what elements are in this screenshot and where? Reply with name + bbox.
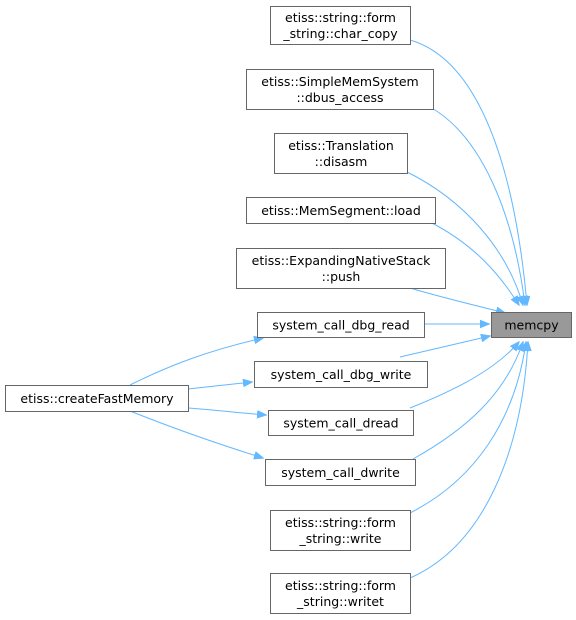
node-label: ::dbus_access [296, 90, 383, 105]
node-dbg_write[interactable]: system_call_dbg_write [254, 361, 428, 388]
nodes-layer: memcpyetiss::string::form_string::char_c… [5, 6, 572, 614]
edge-dwrite-to-memcpy [412, 342, 523, 460]
edge-push-to-memcpy [409, 287, 505, 313]
node-label: etiss::string::form [285, 515, 396, 530]
edge-createFastMemory-to-dbg_read [129, 338, 263, 386]
edge-write-to-memcpy [409, 342, 526, 514]
node-label: etiss::SimpleMemSystem [261, 74, 418, 89]
node-box [270, 6, 411, 45]
node-dwrite[interactable]: system_call_dwrite [265, 459, 416, 486]
node-box [246, 69, 434, 110]
node-label: etiss::ExpandingNativeStack [252, 253, 431, 268]
node-label: memcpy [504, 318, 559, 333]
node-box [274, 133, 408, 174]
edge-createFastMemory-to-dwrite [129, 410, 263, 458]
edge-dbus_access-to-memcpy [429, 106, 525, 305]
edge-char_copy-to-memcpy [409, 39, 527, 305]
node-label: system_call_dbg_write [271, 367, 412, 382]
node-box [270, 573, 411, 614]
node-box [270, 510, 411, 551]
node-box [254, 361, 428, 388]
edge-dbg_write-to-memcpy [399, 336, 490, 358]
node-box [5, 385, 189, 412]
node-write[interactable]: etiss::string::form_string::write [270, 510, 411, 551]
node-label: etiss::Translation [288, 138, 394, 153]
node-label: etiss::createFastMemory [20, 391, 174, 406]
node-label: _string::write [299, 531, 382, 546]
node-dread[interactable]: system_call_dread [268, 410, 414, 436]
node-char_copy[interactable]: etiss::string::form_string::char_copy [270, 6, 411, 45]
edge-createFastMemory-to-dbg_write [187, 382, 252, 390]
node-label: ::push [322, 269, 361, 284]
node-label: etiss::MemSegment::load [261, 203, 421, 218]
node-push[interactable]: etiss::ExpandingNativeStack::push [236, 248, 446, 289]
node-label: system_call_dbg_read [272, 318, 409, 333]
node-label: system_call_dread [283, 416, 398, 431]
node-createFastMemory[interactable]: etiss::createFastMemory [5, 385, 189, 412]
node-label: etiss::string::form [285, 578, 396, 593]
edge-disasm-to-memcpy [404, 170, 523, 305]
edge-load-to-memcpy [429, 221, 519, 305]
node-box [236, 248, 446, 289]
node-label: etiss::string::form [285, 10, 396, 25]
node-dbus_access[interactable]: etiss::SimpleMemSystem::dbus_access [246, 69, 434, 110]
edge-dread-to-memcpy [409, 342, 519, 409]
node-writet[interactable]: etiss::string::form_string::writet [270, 573, 411, 614]
node-load[interactable]: etiss::MemSegment::load [246, 197, 436, 224]
edge-writet-to-memcpy [409, 342, 528, 579]
node-dbg_read[interactable]: system_call_dbg_read [257, 312, 425, 338]
node-box [246, 197, 436, 224]
node-label: system_call_dwrite [281, 465, 400, 480]
node-box [268, 410, 414, 436]
edge-createFastMemory-to-dread [187, 407, 266, 415]
edges-layer [129, 39, 528, 579]
node-box [265, 459, 416, 486]
node-box [257, 312, 425, 338]
node-label: _string::writet [296, 594, 384, 609]
node-label: ::disasm [315, 154, 368, 169]
node-box [491, 312, 572, 338]
node-memcpy[interactable]: memcpy [491, 312, 572, 338]
node-label: _string::char_copy [282, 26, 398, 41]
node-disasm[interactable]: etiss::Translation::disasm [274, 133, 408, 174]
